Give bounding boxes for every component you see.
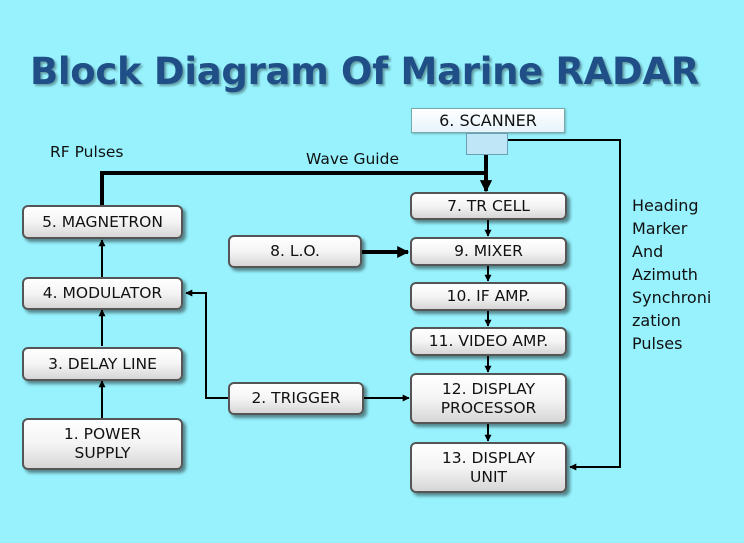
if-amp-block: 10. IF AMP. (410, 282, 567, 311)
display-processor-block: 12. DISPLAY PROCESSOR (410, 373, 567, 424)
video-amp-block: 11. VIDEO AMP. (410, 327, 567, 356)
display-unit-line-2: UNIT (470, 467, 507, 486)
power-supply-line-1: 1. POWER (63, 425, 142, 443)
delay-line-block: 3. DELAY LINE (22, 347, 183, 381)
rf-pulses-label: RF Pulses (50, 143, 124, 161)
magnetron-block: 5. MAGNETRON (22, 205, 183, 239)
display-unit-block: 13. DISPLAY UNIT (410, 442, 567, 493)
display-processor-line-2: PROCESSOR (440, 398, 537, 417)
heading-marker-label: Heading Marker And Azimuth Synchroni zat… (632, 194, 711, 355)
heading-label-line: Synchroni (632, 288, 712, 307)
heading-label-line: zation (632, 311, 681, 330)
diagram-title: Block Diagram Of Marine RADAR (30, 50, 699, 93)
heading-label-line: Pulses (632, 334, 683, 353)
mixer-block: 9. MIXER (410, 237, 567, 266)
scanner-feed (466, 133, 508, 155)
modulator-block: 4. MODULATOR (22, 277, 183, 310)
power-supply-block: 1. POWER SUPPLY (22, 418, 183, 470)
arrow-scanner-to-display-unit (508, 139, 621, 471)
trigger-block: 2. TRIGGER (228, 382, 364, 415)
display-unit-line-1: 13. DISPLAY (441, 448, 536, 467)
heading-label-line: Azimuth (632, 265, 698, 284)
power-supply-line-2: SUPPLY (74, 444, 131, 462)
heading-label-line: Heading (632, 196, 699, 215)
scanner-block: 6. SCANNER (411, 108, 565, 133)
heading-label-line: And (632, 242, 664, 261)
tr-cell-block: 7. TR CELL (410, 192, 567, 220)
lo-block: 8. L.O. (228, 235, 362, 268)
display-processor-line-1: 12. DISPLAY (441, 379, 536, 398)
arrow-trigger-to-modulator (185, 289, 228, 399)
heading-label-line: Marker (632, 219, 688, 238)
wave-guide-label: Wave Guide (306, 150, 399, 168)
